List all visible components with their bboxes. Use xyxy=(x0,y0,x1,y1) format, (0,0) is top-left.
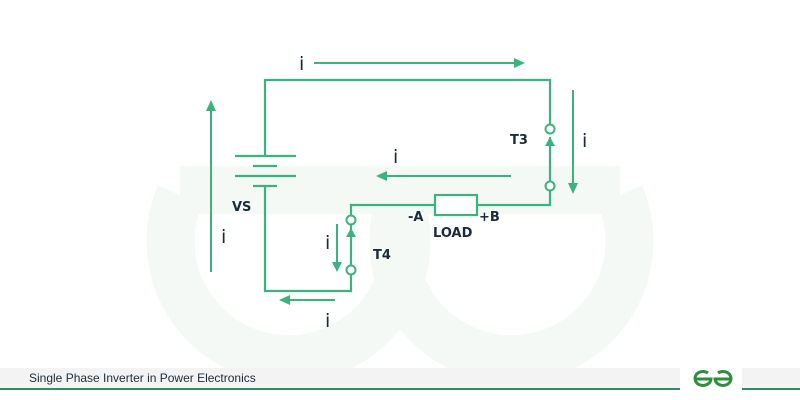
current-arrow-right xyxy=(568,90,578,194)
wire-top xyxy=(263,78,552,136)
t3-terminal-top xyxy=(544,123,556,135)
label-t3: T3 xyxy=(510,133,528,148)
current-label-middle: i xyxy=(393,146,398,168)
t3-terminal-bottom xyxy=(544,180,556,192)
current-label-left: i xyxy=(221,226,226,248)
current-label-bottom: i xyxy=(325,310,330,332)
current-label-t4: i xyxy=(325,232,330,254)
current-arrow-bottom xyxy=(279,295,335,305)
geeksforgeeks-logo-icon xyxy=(693,370,733,387)
t4-terminal-bottom xyxy=(345,264,357,276)
current-arrow-top xyxy=(314,58,525,68)
wire-bottom xyxy=(263,186,353,293)
current-label-right: i xyxy=(582,130,587,152)
battery-symbol xyxy=(235,136,296,188)
label-terminal-a: -A xyxy=(408,210,423,225)
label-vs: VS xyxy=(232,200,251,215)
label-load: LOAD xyxy=(433,226,473,241)
t4-terminal-top xyxy=(345,214,357,226)
current-arrow-t4 xyxy=(332,224,342,272)
footer-bar-left xyxy=(0,368,680,390)
current-label-top: i xyxy=(299,53,304,75)
t3-arrow-icon xyxy=(545,137,555,146)
label-terminal-b: +B xyxy=(479,210,500,225)
load-resistor xyxy=(433,193,479,217)
wire-load-to-t4 xyxy=(349,203,435,216)
label-t4: T4 xyxy=(373,248,391,263)
current-arrow-middle xyxy=(376,171,511,181)
footer: Single Phase Inverter in Power Electroni… xyxy=(0,368,800,390)
footer-bar-right xyxy=(742,368,800,390)
watermark-logo xyxy=(146,166,654,384)
current-arrow-left xyxy=(206,100,216,272)
footer-title: Single Phase Inverter in Power Electroni… xyxy=(29,371,256,385)
t4-arrow-icon xyxy=(346,228,356,237)
wire-right-to-load xyxy=(477,191,552,207)
